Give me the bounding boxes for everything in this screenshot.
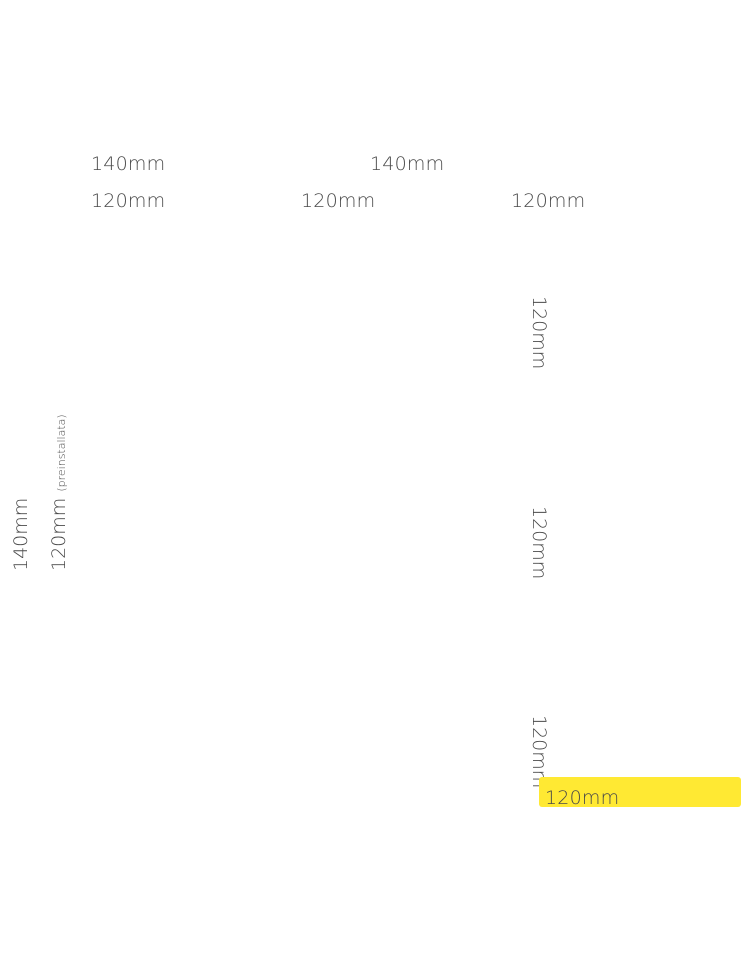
top-front-140mm-label: 140mm xyxy=(91,153,166,175)
front-120mm-preinstalled-label: 120mm (preinstallata) xyxy=(48,414,70,571)
preinstalled-note: (preinstallata) xyxy=(55,414,68,492)
top-rear-140mm-label: 140mm xyxy=(370,153,445,175)
bottom-120mm-highlight: 120mm xyxy=(539,777,741,809)
bottom-120mm-label: 120mm xyxy=(545,787,620,809)
front-120mm-value: 120mm xyxy=(48,497,70,571)
top-rear-120mm-label: 120mm xyxy=(511,190,586,212)
front-140mm-label: 140mm xyxy=(10,497,32,571)
top-middle-120mm-label: 120mm xyxy=(301,190,376,212)
side-middle-120mm-label: 120mm xyxy=(528,506,550,580)
top-front-120mm-label: 120mm xyxy=(91,190,166,212)
side-top-120mm-label: 120mm xyxy=(528,296,550,370)
